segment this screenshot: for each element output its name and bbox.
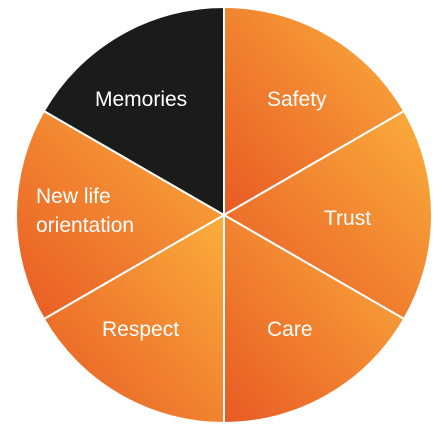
label-memories: Memories: [95, 88, 187, 111]
label-care: Care: [267, 318, 313, 341]
label-new-life-orientation: New life orientation: [36, 185, 134, 237]
label-trust: Trust: [324, 207, 371, 230]
segment-new-life-orientation: [15, 110, 225, 320]
segment-trust: [223, 110, 433, 320]
label-respect: Respect: [102, 318, 179, 341]
segment-care: [223, 214, 406, 424]
label-safety: Safety: [267, 88, 327, 111]
segment-respect: [42, 214, 225, 424]
segment-memories: [42, 6, 225, 216]
segment-safety: [223, 6, 406, 216]
